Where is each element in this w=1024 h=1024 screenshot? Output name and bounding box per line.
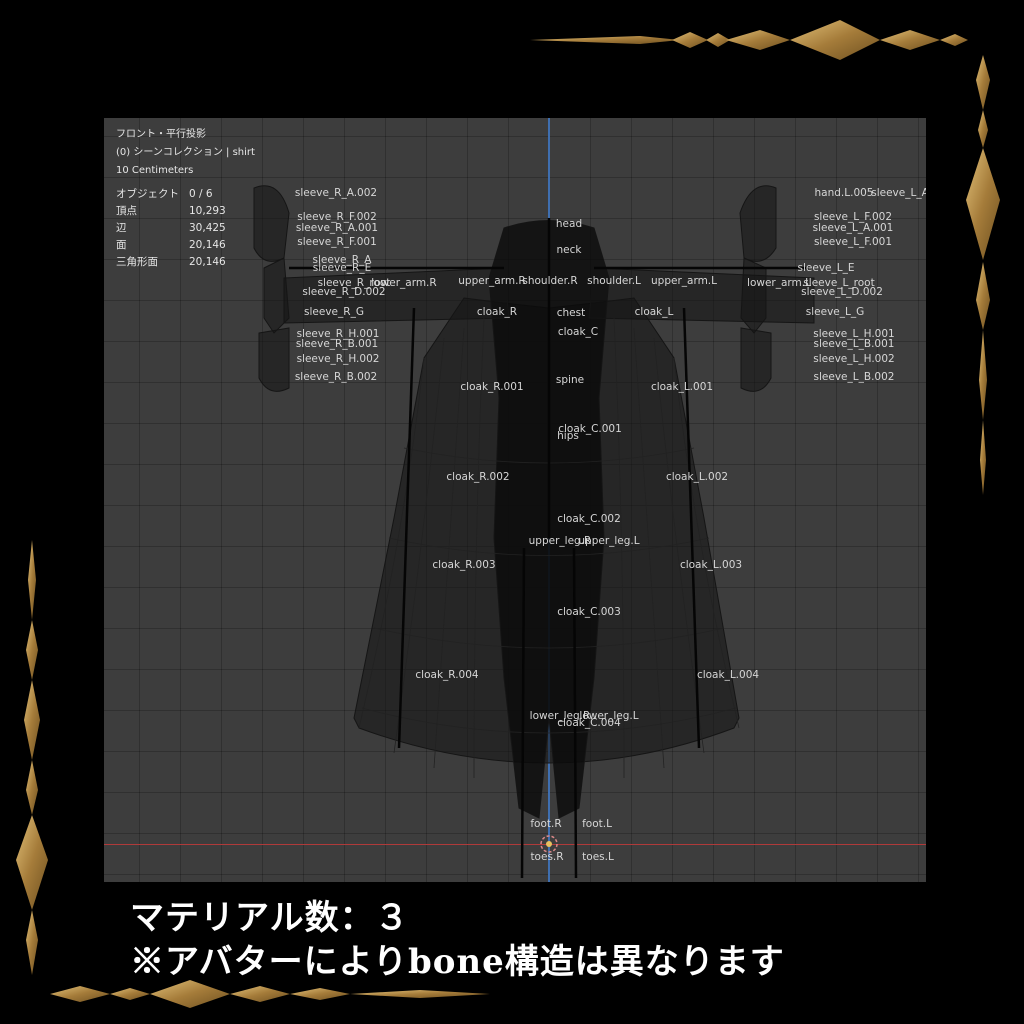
bone-label[interactable]: cloak_C.004: [557, 717, 621, 729]
bone-label[interactable]: hand.L.005: [814, 187, 874, 199]
viewport-header-info: フロント・平行投影 (0) シーンコレクション | shirt 10 Centi…: [116, 126, 255, 180]
bone-label[interactable]: lower_arm.L: [747, 277, 811, 289]
bone-label[interactable]: shoulder.L: [587, 275, 641, 287]
blender-3d-viewport[interactable]: フロント・平行投影 (0) シーンコレクション | shirt 10 Centi…: [104, 118, 926, 882]
bone-label[interactable]: chest: [556, 307, 586, 319]
bone-label[interactable]: head: [555, 218, 583, 230]
bone-label[interactable]: cloak_C.003: [557, 606, 621, 618]
bone-label[interactable]: sleeve_R_E: [312, 262, 372, 274]
bone-label[interactable]: sleeve_L_B.002: [813, 371, 895, 383]
collection-label: (0) シーンコレクション | shirt: [116, 147, 255, 158]
bone-label[interactable]: sleeve_L_F.002: [813, 211, 893, 223]
bone-label[interactable]: cloak_L.004: [696, 669, 760, 681]
bone-label[interactable]: foot.R: [530, 818, 562, 830]
bone-label[interactable]: cloak_R.001: [460, 381, 524, 393]
bone-label[interactable]: toes.L: [582, 851, 614, 863]
bone-label[interactable]: sleeve_L_E: [797, 262, 855, 274]
bone-label[interactable]: sleeve_L_root: [803, 277, 875, 289]
bone-label[interactable]: cloak_C.001: [558, 423, 622, 435]
bone-label[interactable]: cloak_R: [476, 306, 518, 318]
bone-label[interactable]: sleeve_R_H.001: [296, 328, 380, 340]
bone-label[interactable]: sleeve_R_D.002: [302, 286, 386, 298]
bone-label[interactable]: hips: [557, 430, 579, 442]
bone-label[interactable]: sleeve_L_G: [805, 306, 865, 318]
bone-label[interactable]: cloak_R.003: [432, 559, 496, 571]
material-count-caption: マテリアル数：３: [130, 898, 410, 938]
bone-label[interactable]: sleeve_L_A: [871, 187, 926, 199]
bone-label[interactable]: sleeve_R_A.001: [295, 222, 379, 234]
bone-label[interactable]: lower_leg.L: [579, 710, 639, 722]
bone-label[interactable]: cloak_C.002: [557, 513, 621, 525]
bone-label[interactable]: cloak_L.002: [665, 471, 729, 483]
bone-label[interactable]: sleeve_L_A.001: [812, 222, 894, 234]
wireframe-mesh: [253, 185, 815, 879]
bone-label[interactable]: sleeve_R_G: [304, 306, 364, 318]
bone-label[interactable]: toes.R: [530, 851, 564, 863]
bone-label[interactable]: upper_leg.R: [528, 535, 592, 547]
bone-label[interactable]: upper_arm.R: [458, 275, 526, 287]
view-name: フロント・平行投影: [116, 129, 206, 140]
bone-label[interactable]: sleeve_L_F.001: [813, 236, 893, 248]
bone-label[interactable]: sleeve_R_root: [317, 277, 391, 289]
bone-note-caption: ※アバターによりbone構造は異なります: [130, 942, 785, 982]
bone-label[interactable]: sleeve_R_F.002: [297, 211, 377, 223]
bone-label[interactable]: lower_arm.R: [371, 277, 437, 289]
bone-label[interactable]: cloak_R.002: [446, 471, 510, 483]
bone-label[interactable]: sleeve_L_B.001: [813, 338, 895, 350]
bone-label[interactable]: lower_leg.R: [529, 710, 591, 722]
bone-label[interactable]: upper_arm.L: [651, 275, 717, 287]
bone-label[interactable]: cloak_L.003: [679, 559, 743, 571]
bone-label[interactable]: cloak_R.004: [415, 669, 479, 681]
bone-label[interactable]: sleeve_R_H.002: [296, 353, 380, 365]
bone-label[interactable]: cloak_C: [557, 326, 599, 338]
bone-label[interactable]: foot.L: [582, 818, 612, 830]
bone-label[interactable]: upper_leg.L: [578, 535, 640, 547]
bone-label[interactable]: sleeve_L_H.001: [813, 328, 895, 340]
bone-label[interactable]: cloak_L.001: [650, 381, 714, 393]
bone-label[interactable]: sleeve_R_F.001: [297, 236, 377, 248]
bone-label[interactable]: sleeve_R_A: [312, 254, 372, 266]
x-axis-line: [104, 844, 926, 845]
bone-label[interactable]: sleeve_L_H.002: [813, 353, 895, 365]
bone-label[interactable]: sleeve_R_A.002: [294, 187, 378, 199]
bone-label[interactable]: spine: [555, 374, 585, 386]
bone-label[interactable]: sleeve_R_B.002: [294, 371, 378, 383]
bone-label[interactable]: sleeve_L_D.002: [801, 286, 883, 298]
bone-label[interactable]: neck: [556, 244, 582, 256]
bone-label[interactable]: cloak_L: [634, 306, 674, 318]
grid-scale: 10 Centimeters: [116, 165, 194, 176]
bone-label[interactable]: sleeve_R_B.001: [295, 338, 379, 350]
bone-label[interactable]: shoulder.R: [522, 275, 578, 287]
